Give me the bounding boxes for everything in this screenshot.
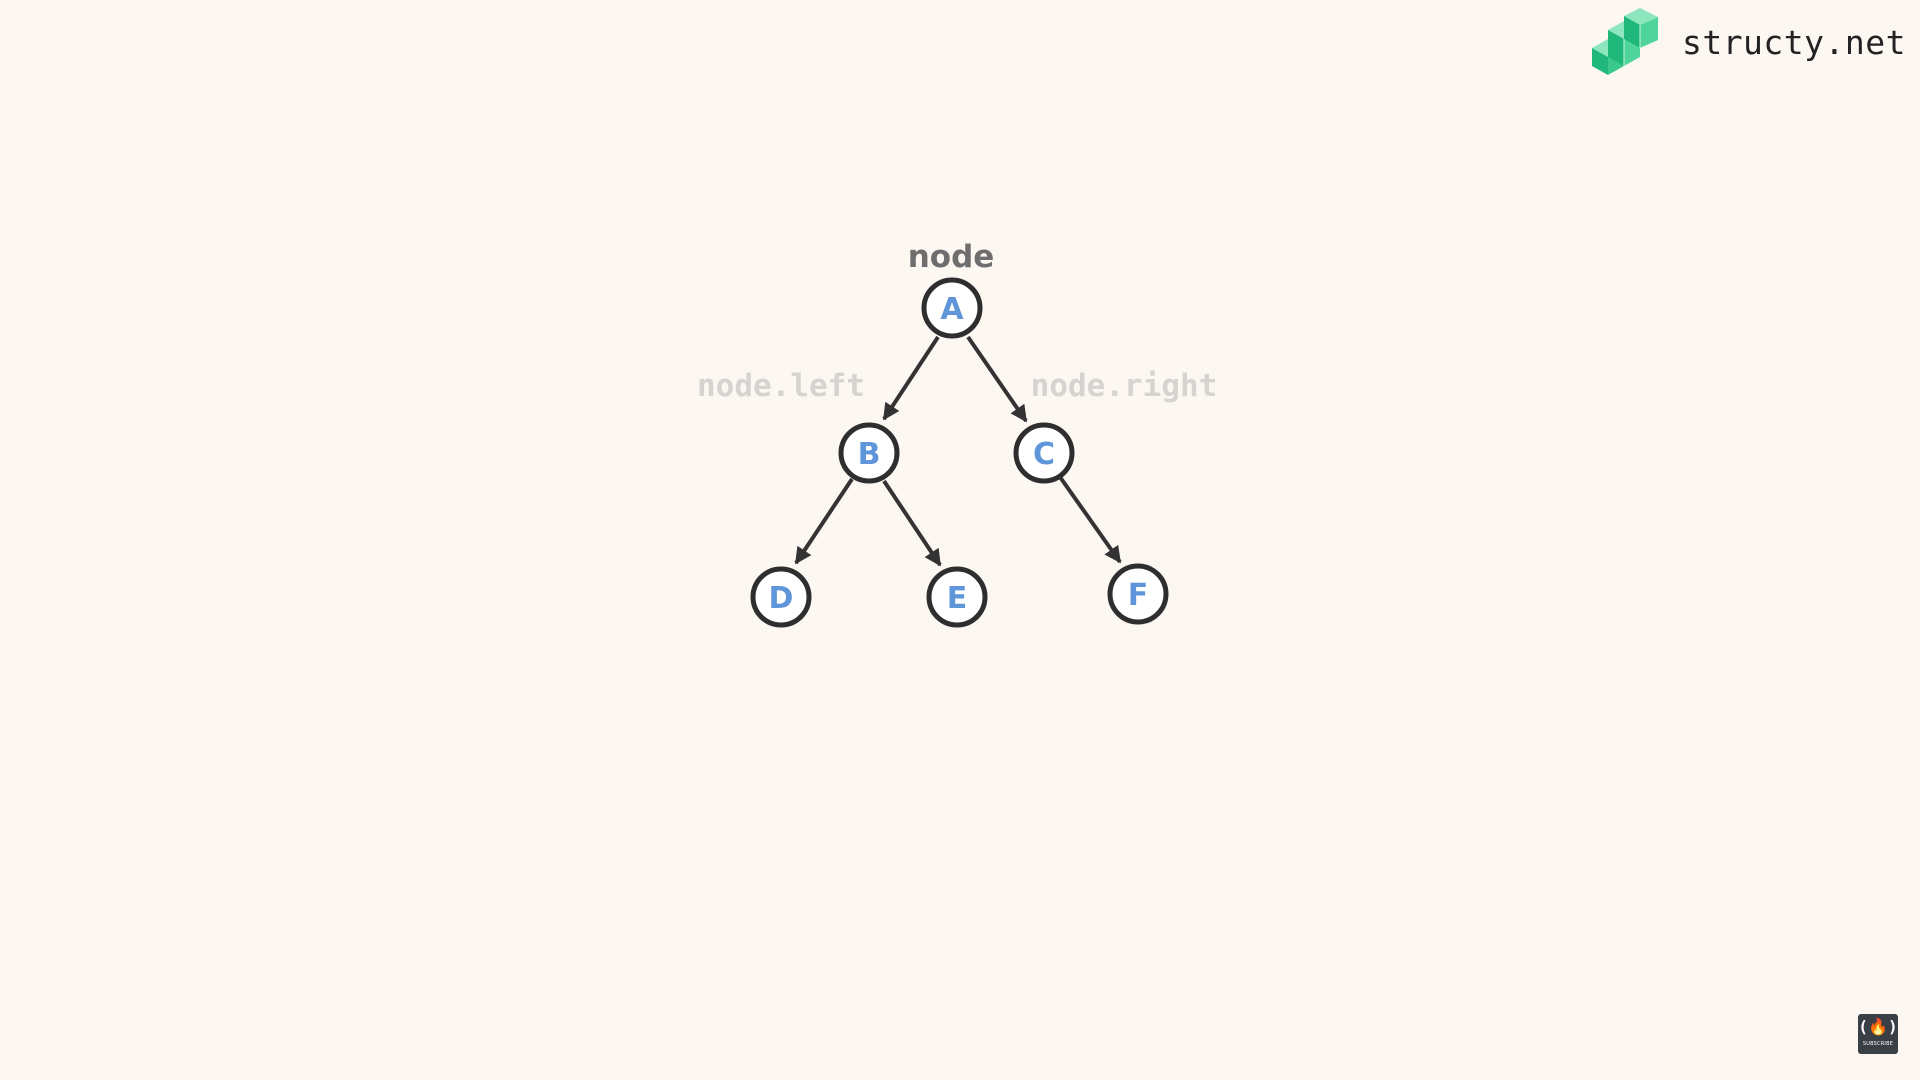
tree-node-d[interactable]: D: [750, 566, 812, 628]
tree-node-b[interactable]: B: [838, 422, 900, 484]
node-label: A: [940, 292, 964, 327]
node-circle: [921, 277, 983, 339]
node-label: D: [769, 581, 794, 616]
pointer-label-node-left: node.left: [697, 368, 865, 404]
tree-node-a[interactable]: A: [921, 277, 983, 339]
edge-a-c: [966, 335, 1028, 423]
node-label: C: [1033, 437, 1055, 472]
tree-node-e[interactable]: E: [926, 566, 988, 628]
tree-node-c[interactable]: C: [1013, 422, 1075, 484]
pointer-label-node: node: [908, 239, 995, 275]
edge-c-f: [1058, 475, 1122, 564]
brand-name[interactable]: structy.net: [1681, 22, 1906, 62]
node-label: E: [947, 581, 968, 616]
node-label: B: [858, 437, 881, 472]
tree-edges: [794, 335, 1122, 567]
edge-a-b: [882, 335, 940, 421]
node-circle: [838, 422, 900, 484]
node-circle: [750, 566, 812, 628]
subscribe-label: SUBSCRIBE: [1862, 1041, 1894, 1047]
node-circle: [926, 566, 988, 628]
isometric-cubes-logo-icon: [1591, 8, 1658, 75]
brand-header: structy.net: [1590, 8, 1906, 76]
pointer-label-node-right: node.right: [1031, 368, 1218, 404]
subscribe-badge[interactable]: (🔥) SUBSCRIBE: [1858, 1014, 1898, 1054]
freecodecamp-flame-icon: (🔥): [1858, 1017, 1898, 1036]
edge-b-d: [794, 477, 854, 565]
edge-b-e: [882, 479, 942, 567]
node-label: F: [1128, 578, 1149, 613]
tree-node-f[interactable]: F: [1107, 563, 1169, 625]
node-circle: [1107, 563, 1169, 625]
node-circle: [1013, 422, 1075, 484]
